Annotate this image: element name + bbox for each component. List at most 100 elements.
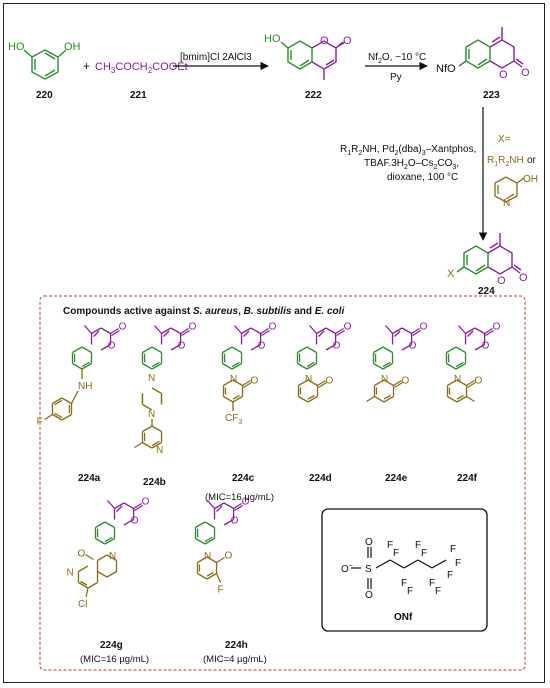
bond — [325, 343, 336, 351]
bond — [97, 554, 108, 562]
bond — [242, 379, 251, 387]
ring-oxygen: O — [482, 341, 490, 352]
ring-oxygen: O — [131, 516, 139, 527]
fluorine: F — [415, 540, 421, 551]
ring-oxygen: O — [499, 69, 508, 81]
bond — [466, 395, 475, 403]
fluorine: F — [387, 540, 393, 551]
carbonyl-oxygen: O — [142, 497, 150, 508]
bond — [232, 395, 243, 403]
bond — [204, 537, 215, 545]
product-222: HO O O 222 — [264, 33, 352, 101]
pyridinone-oxygen: O — [225, 551, 233, 562]
bond — [106, 554, 117, 562]
bond — [374, 379, 385, 387]
bond — [223, 518, 234, 526]
bond — [61, 397, 72, 405]
ring-oxygen: O — [320, 35, 329, 47]
bond — [80, 580, 88, 586]
pyridinone-n: N — [454, 374, 461, 385]
active-compounds-panel — [39, 295, 526, 671]
bond — [382, 362, 393, 370]
bond — [383, 379, 394, 387]
bond — [392, 327, 403, 335]
bond — [382, 361, 391, 368]
bond — [231, 346, 242, 354]
bond — [474, 327, 485, 335]
bond — [233, 502, 242, 510]
carbonyl-oxygen: O — [521, 67, 530, 79]
bond — [306, 346, 317, 354]
fluorine: F — [455, 558, 461, 569]
bond — [261, 329, 270, 337]
bond — [465, 327, 476, 335]
bond — [446, 346, 457, 354]
bond — [106, 570, 117, 578]
bond — [134, 441, 143, 449]
bond — [95, 521, 106, 529]
compound-label-224a: 224a — [78, 473, 101, 484]
bond — [81, 346, 92, 354]
bond — [297, 346, 308, 354]
mic-224c: (MIC=16 µg/mL) — [205, 492, 274, 503]
bond — [100, 343, 111, 351]
bond — [100, 327, 111, 335]
onf-o-minus: O− — [341, 563, 353, 575]
fluorine: F — [407, 586, 413, 597]
bond — [243, 330, 250, 337]
figure-frame — [3, 3, 545, 683]
compound-label-221: 221 — [130, 90, 147, 101]
hydroxy-label: OH — [523, 174, 538, 185]
oh-label: HO — [264, 33, 281, 45]
bond — [222, 346, 233, 354]
oh-left-label: HO — [8, 41, 25, 53]
naphthyridinone-oxygen: O — [77, 549, 85, 560]
compound-label-220: 220 — [36, 90, 53, 101]
cf3-label: CF3 — [225, 413, 242, 426]
bond — [234, 504, 243, 512]
bond — [466, 379, 475, 387]
bond — [484, 327, 493, 335]
bond — [84, 325, 93, 334]
bond — [298, 395, 309, 403]
bond — [394, 381, 403, 389]
bond — [455, 346, 466, 354]
bond — [456, 395, 467, 403]
bond — [231, 361, 240, 368]
bond — [180, 327, 189, 335]
bond — [382, 346, 393, 354]
bond — [467, 381, 476, 389]
bond — [85, 553, 94, 561]
bond — [215, 573, 222, 583]
bond — [151, 362, 162, 370]
bond — [111, 329, 120, 337]
compound-label-224: 224 — [478, 286, 495, 297]
bond — [85, 587, 89, 598]
piperazine-n: N — [148, 409, 155, 420]
fluorine: F — [447, 570, 453, 581]
bond — [297, 362, 308, 370]
bond — [207, 500, 216, 509]
bond — [214, 502, 225, 510]
pyridinone-n: N — [230, 374, 237, 385]
bond — [317, 379, 326, 387]
bond — [383, 394, 391, 400]
nfo-group: NfO — [436, 63, 456, 75]
compound-label-224b: 224b — [143, 477, 166, 488]
bond — [231, 362, 242, 370]
bond — [110, 327, 119, 335]
bond — [232, 379, 243, 387]
bond — [151, 425, 162, 433]
carbonyl-oxygen: O — [420, 322, 428, 333]
bond — [216, 505, 223, 512]
carbonyl-oxygen: O — [343, 35, 352, 47]
arrow-step-3: R1R2NH, Pd2(dba)3–Xantphos, TBAF.3H2O–Cs… — [340, 107, 538, 241]
bond — [385, 325, 394, 334]
bond — [318, 381, 327, 389]
bond — [116, 505, 123, 512]
